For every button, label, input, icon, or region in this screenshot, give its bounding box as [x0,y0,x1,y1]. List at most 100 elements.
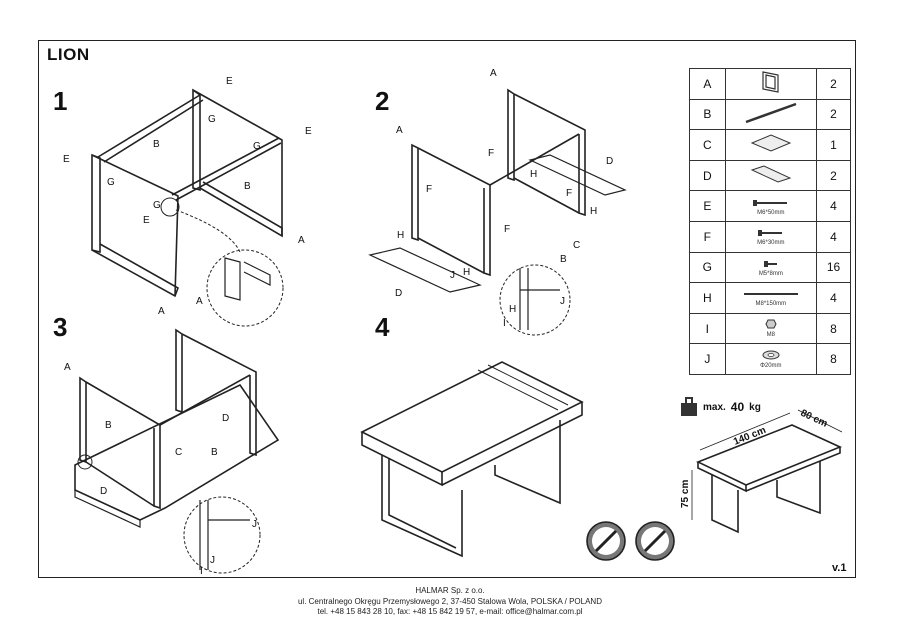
label-i-2: I [200,566,203,577]
label-g-2: G [253,141,261,152]
part-qty: 16 [816,251,851,284]
label-e-2: E [305,126,312,137]
part-code: G [689,251,726,284]
part-f-spec: M6*30mm [757,240,785,247]
step3-detail-circle [183,496,261,574]
label-f-3: F [566,188,572,199]
no-sitting-icon [635,521,675,561]
step2-board-d-left [368,247,482,293]
parts-row: D 2 [689,159,851,192]
part-qty: 2 [816,159,851,192]
label-f-1: F [488,148,494,159]
label-j-2: J [560,296,565,307]
label-j-3: J [252,519,257,530]
parts-row: I M8 8 [689,312,851,345]
part-f-bolt-image: M6*30mm [724,220,818,253]
part-b-image [724,98,818,131]
label-e-4: E [143,215,150,226]
part-h-spec: M8*150mm [755,301,787,308]
part-j-washer-image: Φ20mm [724,343,818,375]
part-qty: 2 [816,98,851,131]
part-qty: 8 [816,312,851,345]
step-number-4: 4 [375,312,390,342]
label-d-3: D [222,413,229,424]
part-e-spec: M6*50mm [757,209,785,216]
parts-row: C 1 [689,129,851,161]
dimension-height: 75 cm [680,480,691,508]
max-load-label: max. [703,401,726,413]
parts-row: B 2 [689,98,851,131]
label-d-1: D [606,156,613,167]
part-code: C [689,129,726,161]
label-f-4: F [504,224,510,235]
label-j-1: J [450,270,455,281]
parts-row: E M6*50mm 4 [689,190,851,222]
weight-icon [681,397,697,416]
step2-board-d-right [528,154,627,196]
part-e-bolt-image: M6*50mm [724,190,818,222]
parts-row: F M6*30mm 4 [689,220,851,253]
part-qty: 2 [816,68,851,100]
label-b-3: B [560,254,567,265]
label-e-3: E [63,154,70,165]
part-code: J [689,343,726,375]
step-number-3: 3 [53,312,68,342]
product-title: LION [47,45,90,64]
label-i-1: I [503,318,506,329]
part-code: E [689,190,726,222]
step-number-1: 1 [53,86,68,116]
part-j-spec: Φ20mm [760,362,782,369]
label-c-1: C [573,240,580,251]
step3-assembly [74,328,280,528]
parts-row: J Φ20mm 8 [689,343,851,375]
step1-detail-circle [206,249,284,327]
label-e-1: E [226,76,233,87]
label-b-4: B [105,420,112,431]
dimension-width: 80 cm [799,408,829,430]
part-qty: 4 [816,190,851,222]
step1-frame [91,88,283,298]
label-g-3: G [107,177,115,188]
footer-company: HALMAR Sp. z o.o. [415,586,485,595]
parts-row: H M8*150mm 4 [689,282,851,314]
part-qty: 4 [816,220,851,253]
label-h-3: H [397,230,404,241]
parts-row: G M5*8mm 16 [689,251,851,284]
no-standing-icon [586,521,626,561]
part-d-image [724,159,818,192]
max-load-value: 40 [730,400,745,414]
label-f-2: F [426,184,432,195]
label-h-1: H [530,169,537,180]
label-d-4: D [100,486,107,497]
label-j-4: J [210,555,215,566]
footer: HALMAR Sp. z o.o. ul. Centralnego Okręgu… [0,586,900,618]
part-code: H [689,282,726,314]
part-c-image [724,129,818,161]
label-a-1: A [298,235,305,246]
label-a-2: A [196,296,203,307]
dimension-length: 140 cm [732,425,768,448]
part-code: B [689,98,726,131]
footer-contact: tel. +48 15 843 28 10, fax: +48 15 842 1… [317,607,583,616]
part-i-spec: M8 [766,332,775,339]
label-a-4: A [396,125,403,136]
label-a-5: A [158,306,165,317]
label-h-2: H [590,206,597,217]
part-code: D [689,159,726,192]
max-load-unit: kg [749,401,761,413]
part-g-screw-image: M5*8mm [724,251,818,284]
part-code: A [689,68,726,100]
label-h-5: H [509,304,516,315]
part-qty: 4 [816,282,851,314]
step4-table [360,361,584,558]
part-a-image [724,68,818,100]
part-code: F [689,220,726,253]
parts-table: A 2 B 2 C 1 D 2 E M6*50mm 4 F M6*30mm 4 … [689,68,851,375]
label-b-5: B [211,447,218,458]
part-h-rod-image: M8*150mm [724,282,818,314]
label-a-3: A [490,68,497,79]
part-code: I [689,312,726,345]
label-g-4: G [153,200,161,211]
label-b-2: B [244,181,251,192]
